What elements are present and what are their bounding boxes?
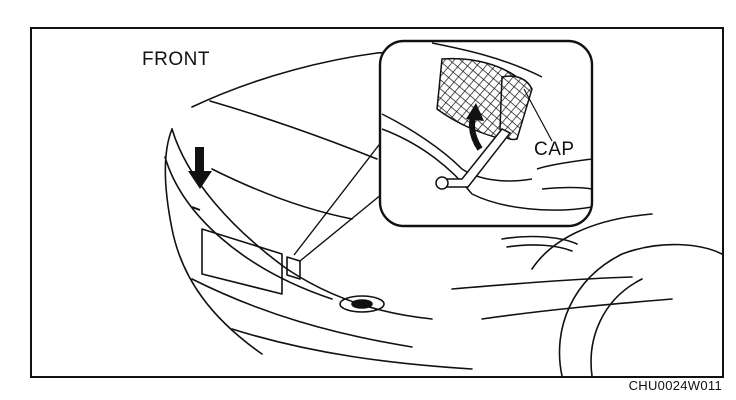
leader-lines: [293, 140, 383, 262]
cap-label: CAP: [534, 139, 575, 160]
cover-edge: [191, 206, 201, 211]
inset-detail: [378, 39, 594, 228]
front-label: FRONT: [142, 49, 210, 70]
rotate-arrow-icon: [466, 103, 484, 121]
press-arrow-icon: [188, 147, 212, 189]
illustration-frame: FRONT CAP: [30, 27, 724, 378]
figure-code: CHU0024W011: [628, 378, 722, 393]
car-front-illustration: [164, 39, 722, 376]
